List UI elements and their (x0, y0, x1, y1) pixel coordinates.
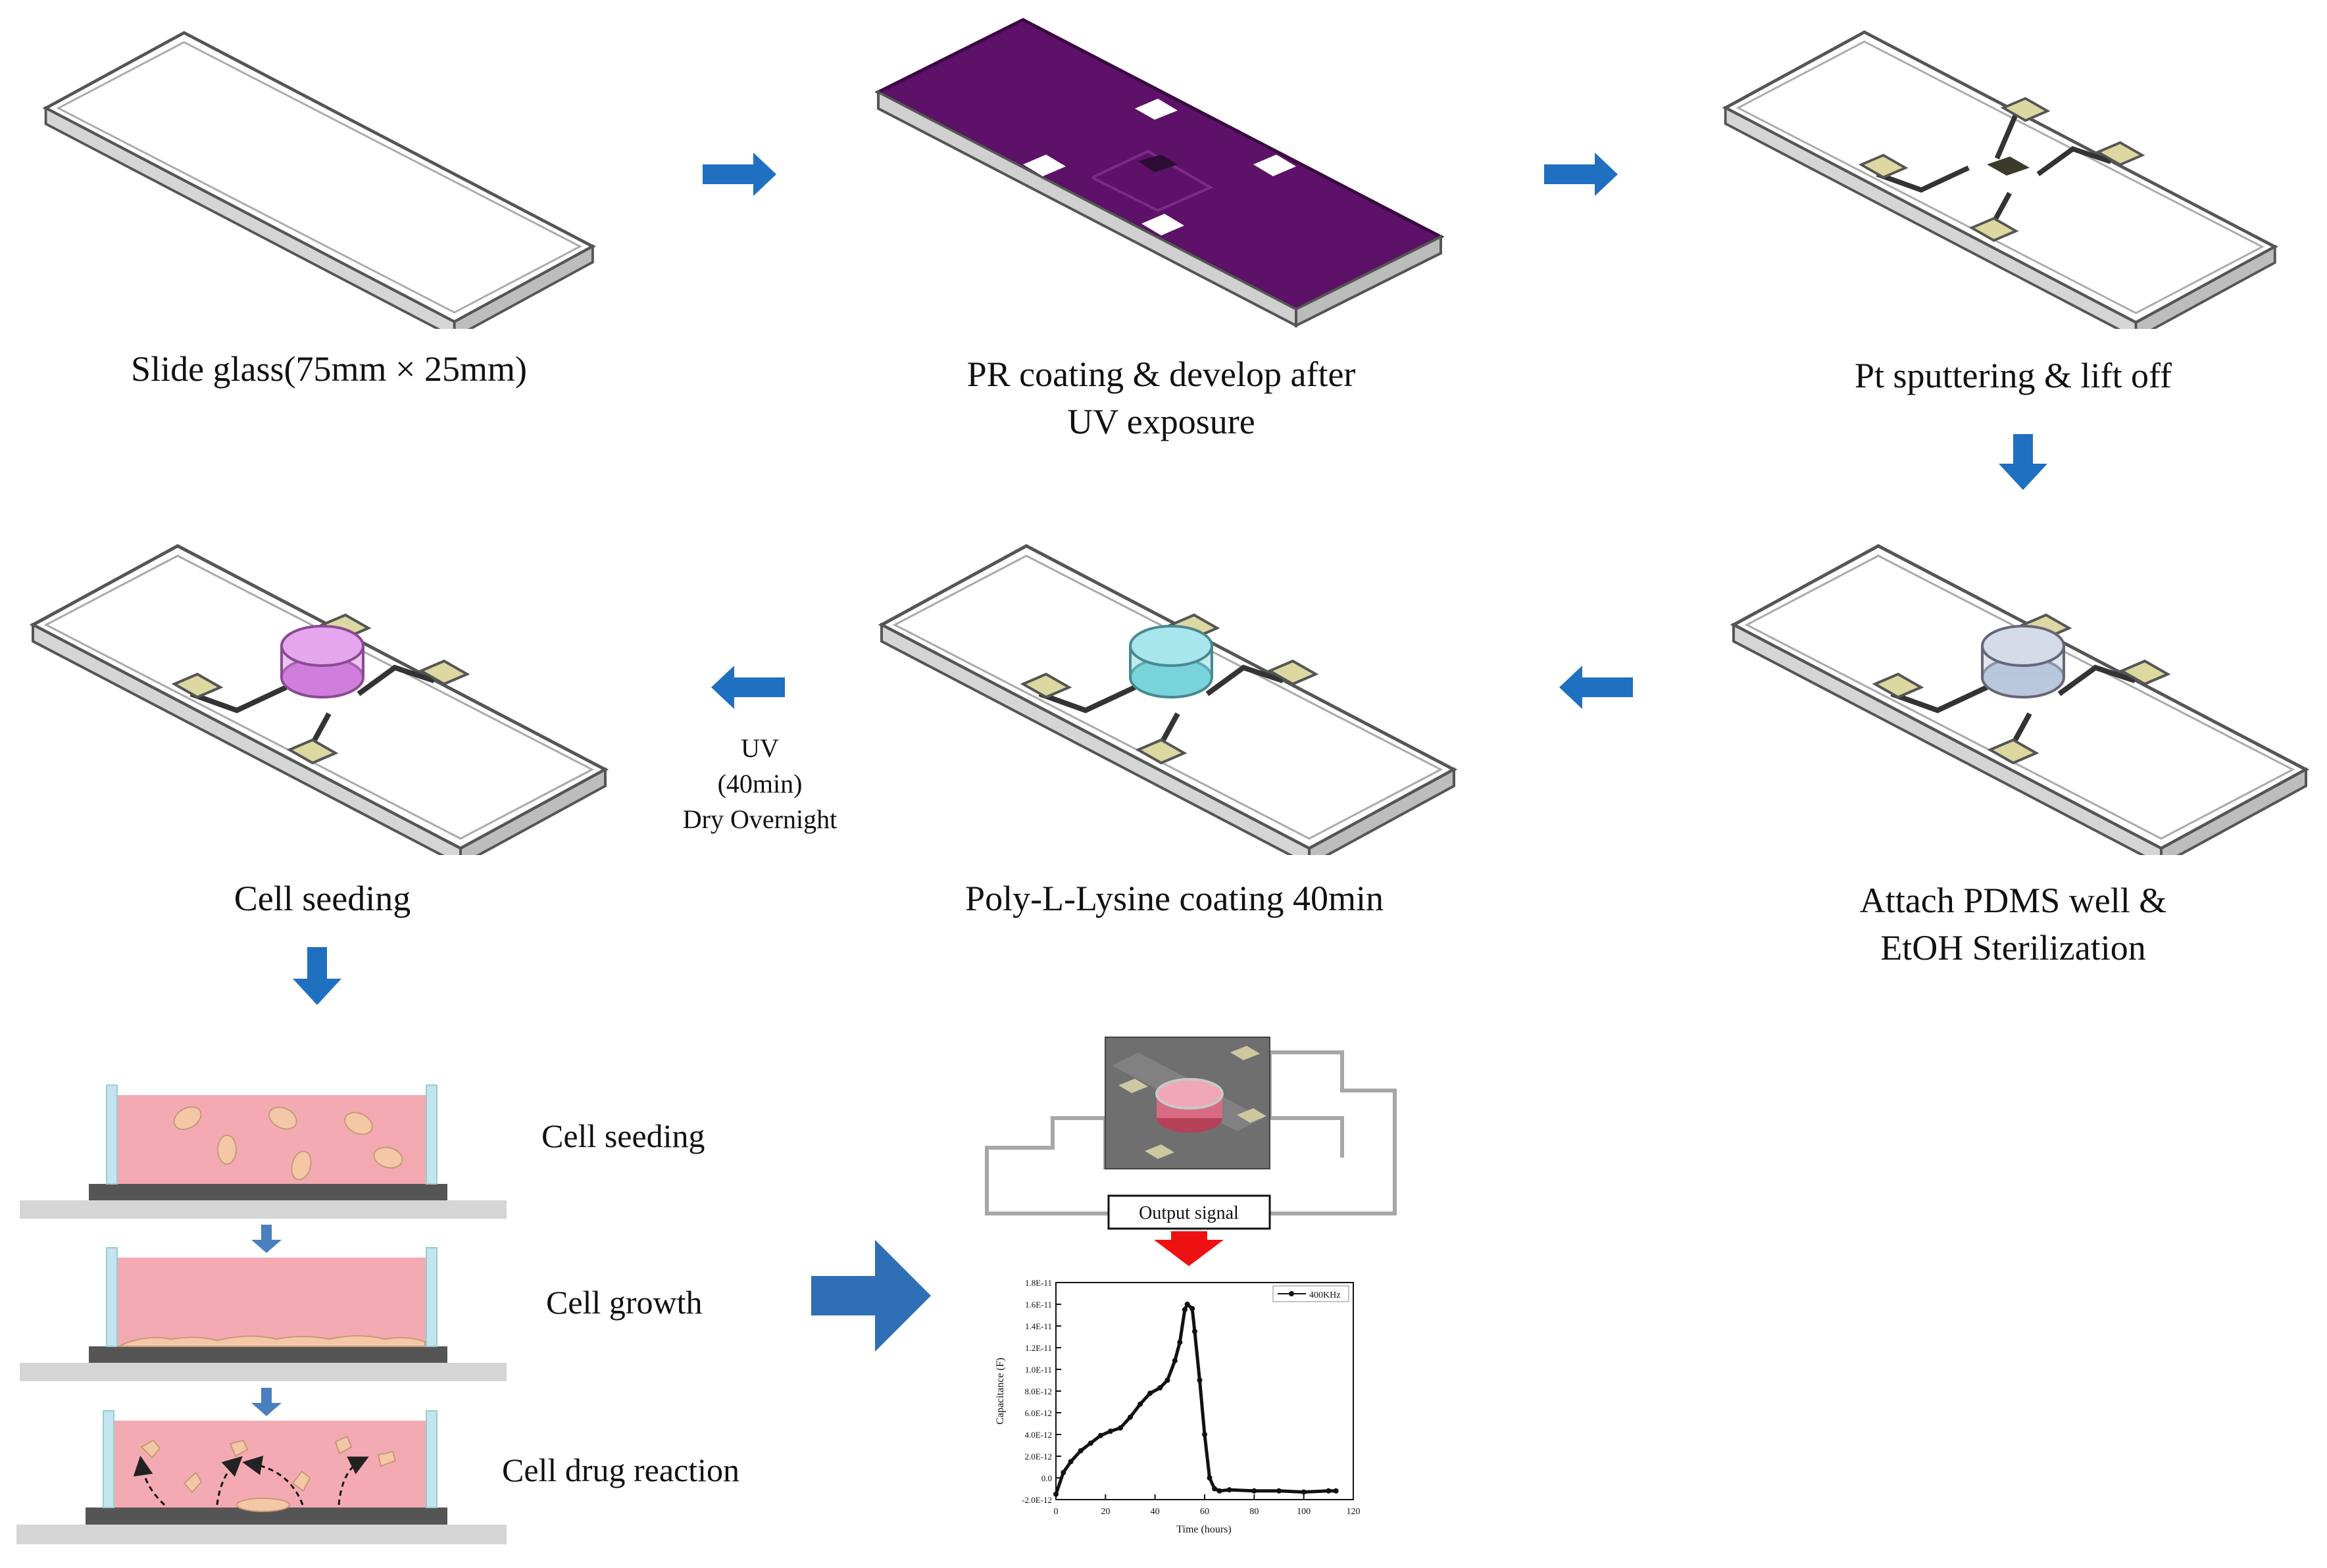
culture-well-seeding (20, 1085, 507, 1219)
step4-label-line1: Attach PDMS well & (1859, 881, 2167, 920)
arrow-step6-to-culture (293, 947, 341, 1005)
x-tick-label: 0 (1054, 1507, 1059, 1517)
x-tick-label: 120 (1347, 1507, 1361, 1517)
data-point (1068, 1459, 1074, 1465)
x-tick-label: 80 (1249, 1507, 1259, 1517)
data-point (1184, 1302, 1190, 1307)
step4-label-line2: EtOH Sterilization (1880, 928, 2146, 968)
culture-stage2-label: Cell growth (546, 1284, 703, 1321)
uv-label-line2: (40min) (717, 769, 803, 798)
arrow-step5-to-step6 (711, 666, 785, 709)
data-point (1182, 1307, 1188, 1313)
y-tick-label: 0.0 (1041, 1473, 1052, 1483)
arrow-step1-to-step2 (703, 153, 776, 196)
step1-label: Slide glass(75mm × 25mm) (131, 349, 527, 389)
y-tick-label: 8.0E-12 (1024, 1386, 1052, 1396)
series-400khz (1053, 1301, 1339, 1497)
data-point (1226, 1487, 1232, 1493)
data-point (1097, 1433, 1103, 1438)
x-axis-label: Time (hours) (1176, 1524, 1231, 1535)
measurement-circuit: Output signal (985, 1037, 1397, 1266)
step3-label: Pt sputtering & lift off (1855, 356, 2172, 395)
output-signal-box (1107, 1194, 1271, 1230)
cell-monolayer (118, 1335, 426, 1347)
arrow-growth-to-drug (251, 1388, 282, 1416)
step6-label: Cell seeding (234, 879, 411, 918)
y-tick-label: 1.4E-11 (1025, 1321, 1052, 1331)
arrow-step2-to-step3 (1544, 153, 1618, 196)
data-point (1147, 1390, 1153, 1396)
data-point (1107, 1429, 1113, 1434)
x-tick-label: 60 (1200, 1507, 1209, 1517)
step5-label: Poly-L-Lysine coating 40min (965, 879, 1384, 918)
arrow-culture-to-measurement (811, 1240, 931, 1352)
x-tick-label: 100 (1297, 1507, 1311, 1517)
arrow-step4-to-step5 (1559, 666, 1633, 709)
y-tick-label: 6.0E-12 (1024, 1408, 1052, 1418)
chart-frame (1055, 1282, 1354, 1500)
step2-label-line2: UV exposure (1067, 402, 1255, 441)
data-point (1078, 1448, 1084, 1454)
data-point (1202, 1432, 1207, 1437)
y-tick-label: -2.0E-12 (1022, 1495, 1052, 1505)
data-point (1207, 1475, 1213, 1481)
data-point (1117, 1425, 1123, 1431)
uv-label-line3: Dry Overnight (682, 804, 838, 834)
data-point (1128, 1414, 1133, 1420)
y-tick-label: 4.0E-12 (1024, 1430, 1052, 1440)
legend-label: 400KHz (1309, 1290, 1340, 1300)
data-point (1251, 1488, 1257, 1494)
y-tick-label: 1.6E-11 (1025, 1300, 1052, 1310)
data-point (1333, 1488, 1339, 1494)
chart-legend: 400KHz (1272, 1285, 1349, 1302)
data-point (1164, 1377, 1170, 1383)
step6-cell-seeding-slide (33, 546, 605, 865)
data-point (1197, 1377, 1203, 1383)
data-point (1172, 1358, 1178, 1363)
output-signal-label: Output signal (1139, 1203, 1239, 1223)
step5-pll-coated-slide (882, 546, 1454, 865)
data-point (1216, 1488, 1222, 1494)
step2-label-line1: PR coating & develop after (966, 355, 1356, 394)
uv-label-line1: UV (741, 733, 779, 763)
culture-well-drug-reaction (16, 1410, 507, 1544)
x-tick-label: 40 (1151, 1507, 1160, 1517)
step1-slide-glass (46, 33, 593, 337)
data-point (1326, 1488, 1332, 1494)
y-tick-label: 2.0E-12 (1024, 1452, 1052, 1461)
x-axis: 0 20 40 60 80 100 120 (1054, 1494, 1361, 1517)
data-point (1276, 1488, 1282, 1494)
culture-stage1-label: Cell seeding (541, 1117, 705, 1154)
data-point (1157, 1385, 1163, 1391)
data-point (1138, 1401, 1143, 1407)
cells-suspended (173, 1106, 403, 1181)
capacitance-chart: 1.8E-11 1.6E-11 1.4E-11 1.2E-11 1.0E-11 8.0E-… (995, 1278, 1361, 1535)
output-down-arrow (1154, 1231, 1224, 1266)
data-point (1191, 1329, 1197, 1335)
y-tick-label: 1.0E-11 (1025, 1365, 1052, 1375)
data-point (1053, 1491, 1059, 1497)
data-point (1212, 1486, 1218, 1492)
y-axis: 1.8E-11 1.6E-11 1.4E-11 1.2E-11 1.0E-11 8.0E-… (1022, 1278, 1061, 1505)
culture-stage3-label: Cell drug reaction (502, 1452, 739, 1488)
data-point (1177, 1339, 1183, 1345)
data-point (1301, 1489, 1307, 1495)
detaching-cells (140, 1435, 397, 1512)
x-tick-label: 20 (1101, 1507, 1110, 1517)
culture-well-growth (20, 1247, 507, 1381)
y-tick-label: 1.8E-11 (1025, 1278, 1052, 1288)
step3-pt-electrode-slide (1726, 32, 2275, 339)
data-point (1088, 1440, 1093, 1446)
arrow-step3-to-step4 (1999, 434, 2047, 490)
data-point (1061, 1469, 1066, 1475)
arrow-seeding-to-growth (251, 1225, 282, 1253)
y-axis-label: Capacitance (F) (995, 1358, 1006, 1425)
step4-pdms-well-slide (1734, 546, 2306, 865)
y-tick-label: 1.2E-11 (1025, 1343, 1052, 1353)
step2-pr-coated-slide (874, 18, 1445, 328)
detachment-arrows (133, 1456, 369, 1506)
data-point (1189, 1306, 1195, 1311)
